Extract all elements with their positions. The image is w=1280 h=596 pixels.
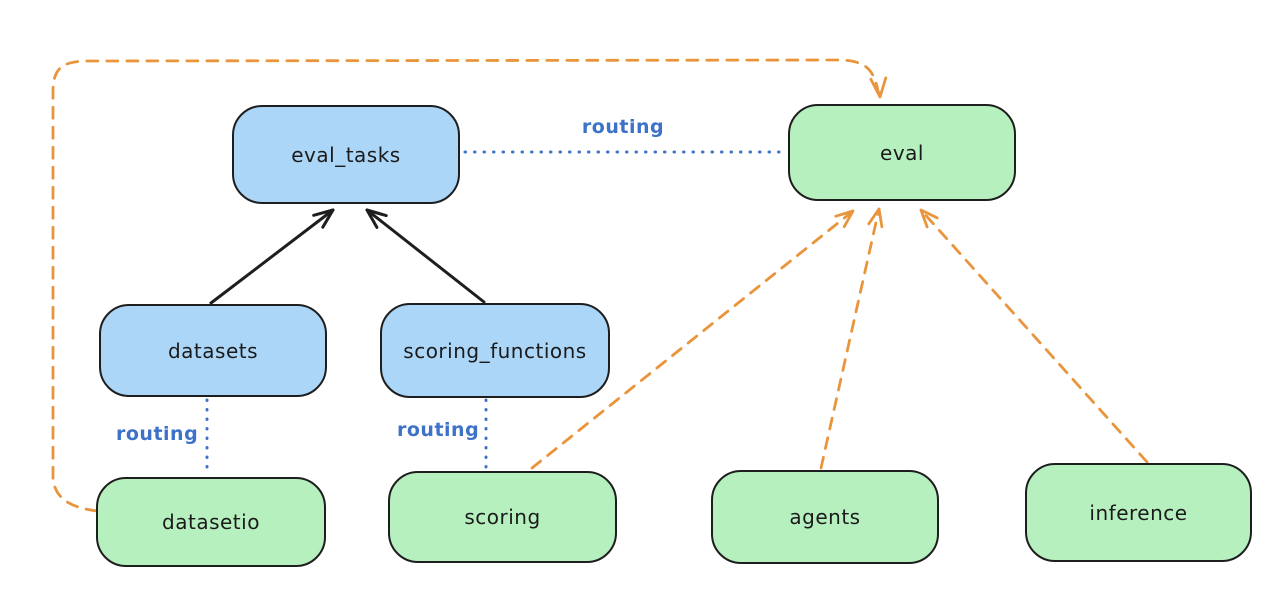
node-inference-label: inference (1089, 500, 1188, 525)
node-scoring: scoring (388, 471, 617, 563)
node-datasets-label: datasets (167, 338, 259, 363)
edge-datasets-to-eval-tasks (209, 208, 335, 305)
edge-datasetio-to-eval (51, 58, 888, 513)
node-agents: agents (711, 470, 939, 564)
routing-label-scoring-functions-scoring: routing (397, 419, 480, 441)
node-eval: eval (788, 104, 1016, 201)
node-scoring-functions-label: scoring_functions (403, 338, 587, 363)
routing-label-eval-tasks-eval: routing (581, 116, 665, 138)
node-inference: inference (1025, 463, 1252, 562)
node-eval-label: eval (880, 140, 924, 165)
edge-scoring-functions-to-eval-tasks (365, 208, 486, 304)
node-scoring-label: scoring (464, 505, 541, 529)
node-agents-label: agents (789, 505, 861, 529)
node-datasetio-label: datasetio (162, 510, 260, 534)
edge-agents-to-eval (819, 207, 884, 470)
node-datasets: datasets (99, 304, 327, 397)
node-eval-tasks-label: eval_tasks (291, 142, 401, 167)
node-eval-tasks: eval_tasks (232, 105, 460, 204)
edge-scoring-to-eval (530, 209, 855, 470)
node-datasetio: datasetio (96, 477, 326, 567)
edge-inference-to-eval (919, 208, 1149, 464)
routing-label-datasets-datasetio: routing (116, 423, 199, 445)
node-scoring-functions: scoring_functions (380, 303, 610, 398)
